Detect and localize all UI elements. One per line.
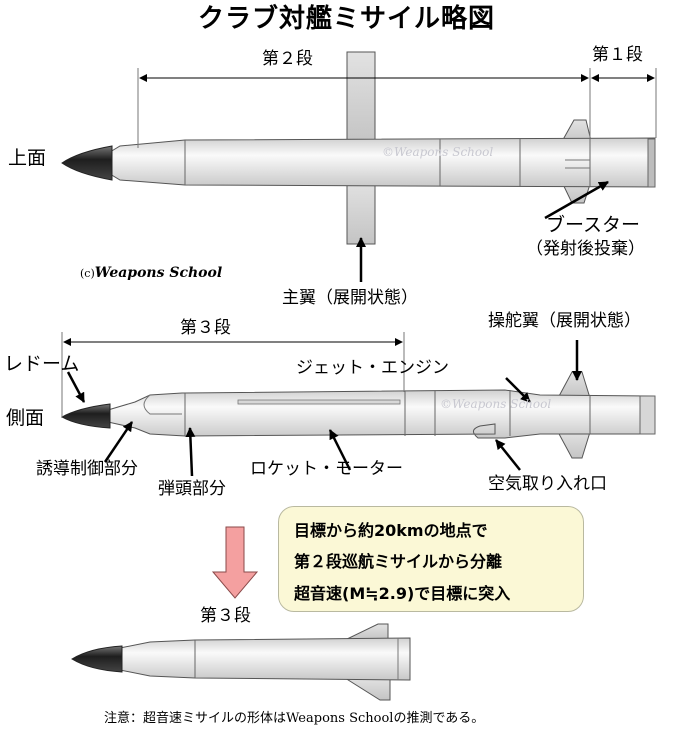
bottom-view-missile	[71, 623, 411, 701]
rocket-motor-arrow	[328, 429, 352, 471]
rudder-fin-lower	[557, 431, 591, 459]
top-nose-cone	[61, 145, 113, 181]
guidance-arrow	[103, 421, 134, 463]
rocket-motor-label: ロケット・モーター	[250, 459, 403, 479]
guidance-label: 誘導制御部分	[36, 459, 138, 479]
bottom-stage3-label: 第３段	[200, 606, 251, 626]
bottom-fin-lower	[343, 677, 391, 701]
bottom-nose-cone	[71, 645, 123, 673]
side-watermark: ©Weapons School	[440, 397, 552, 411]
top-watermark: ©Weapons School	[382, 145, 494, 159]
air-intake-label: 空気取り入れ口	[488, 474, 607, 494]
copyright-name: Weapons School	[94, 265, 223, 281]
warhead-label: 弾頭部分	[158, 479, 226, 499]
booster-label: ブースター	[546, 214, 641, 236]
air-intake-arrow	[495, 439, 521, 471]
separation-arrow	[211, 526, 259, 599]
rudder-fin-upper	[557, 371, 591, 399]
stage3-label: 第３段	[180, 318, 231, 338]
radome-label: レドーム	[4, 353, 80, 375]
copyright-mark: (c)Weapons School	[80, 266, 222, 280]
main-wing-lower	[346, 179, 376, 245]
rudder-label: 操舵翼（展開状態）	[488, 311, 641, 331]
top-view-missile	[61, 51, 656, 245]
main-wing-upper	[346, 51, 376, 145]
bottom-fin-upper	[344, 623, 389, 641]
radome-arrow	[66, 371, 86, 403]
main-wing-label: 主翼（展開状態）	[282, 288, 418, 308]
note-line-1: 目標から約20kmの地点で	[294, 521, 488, 540]
jet-engine-arrow	[505, 377, 531, 403]
note-line-2: 第２段巡航ミサイルから分離	[294, 552, 503, 571]
booster-detach-label: （発射後投棄）	[526, 239, 645, 259]
booster-arrow	[544, 180, 609, 220]
jet-engine-label: ジェット・エンジン	[296, 358, 449, 378]
separation-note-box	[278, 506, 584, 612]
side-nose-cone	[60, 403, 111, 429]
side-side-label: 側面	[6, 407, 45, 429]
top-side-label: 上面	[8, 147, 47, 169]
copyright-symbol: (c)	[80, 267, 95, 280]
note-line-3: 超音速(M≒2.9)で目標に突入	[294, 584, 511, 603]
footnote: 注意：超音速ミサイルの形体はWeapons Schoolの推測である。	[104, 711, 485, 726]
stage2-label: 第２段	[262, 49, 313, 69]
bottom-body	[119, 637, 411, 681]
warhead-arrow	[185, 427, 196, 477]
page-title: クラブ対艦ミサイル略図	[198, 4, 496, 34]
side-view-missile	[60, 371, 656, 459]
stage1-label: 第１段	[592, 45, 643, 65]
